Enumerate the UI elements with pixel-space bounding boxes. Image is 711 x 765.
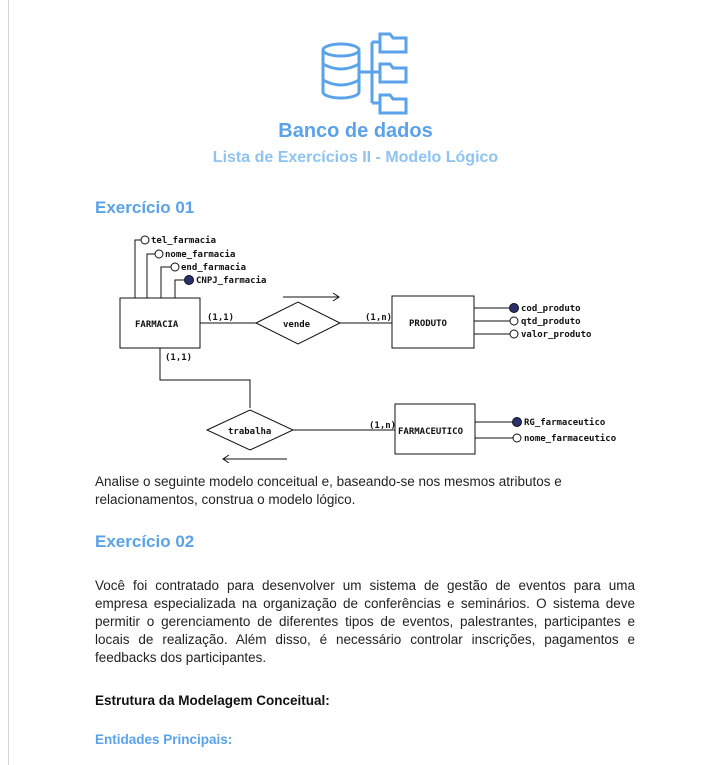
database-folders-icon (321, 32, 408, 115)
card-farmacia-vende: (1,1) (207, 313, 234, 323)
entity-farmacia-label: FARMACIA (135, 320, 179, 330)
entity-produto-label: PRODUTO (409, 319, 448, 329)
attr-tel-farmacia: tel_farmacia (151, 235, 216, 246)
exercise-01-text: Analise o seguinte modelo conceitual e, … (95, 474, 562, 507)
er-diagram: tel_farmacia nome_farmacia end_farmacia … (119, 235, 616, 463)
attr-qtd-produto: qtd_produto (521, 317, 581, 327)
exercise-02-heading: Exercício 02 (95, 532, 195, 551)
exercise-02-text: Você foi contratado para desenvolver um … (95, 578, 635, 665)
attr-nome-farmacia: nome_farmacia (165, 249, 235, 260)
attr-cod-produto: cod_produto (521, 304, 581, 314)
card-vende-produto: (1,n) (365, 313, 392, 323)
attr-nome-farmaceutico: nome_farmaceutico (524, 433, 616, 444)
relationship-vende-label: vende (283, 320, 311, 330)
relationship-trabalha-label: trabalha (228, 427, 271, 437)
page-left-border (8, 0, 9, 765)
entity-farmaceutico (394, 403, 476, 455)
page-subtitle: Lista de Exercícios II - Modelo Lógico (212, 149, 499, 166)
attr-cnpj-farmacia: CNPJ_farmacia (196, 275, 266, 286)
exercise-01-heading: Exercício 01 (95, 198, 195, 217)
entity-farmaceutico-label: FARMACEUTICO (398, 427, 464, 437)
attr-valor-produto: valor_produto (521, 330, 591, 340)
attr-rg-farmaceutico: RG_farmaceutico (524, 417, 605, 428)
attr-end-farmacia: end_farmacia (181, 262, 246, 273)
card-trabalha-farmaceutico: (1,n) (369, 421, 396, 431)
structure-label: Estrutura da Modelagem Conceitual: (95, 693, 330, 708)
page-title: Banco de dados (278, 120, 433, 142)
entity-farmacia (119, 297, 201, 349)
card-farmacia-trabalha: (1,1) (165, 353, 192, 363)
entity-produto (391, 295, 475, 349)
entities-label: Entidades Principais: (95, 732, 233, 747)
